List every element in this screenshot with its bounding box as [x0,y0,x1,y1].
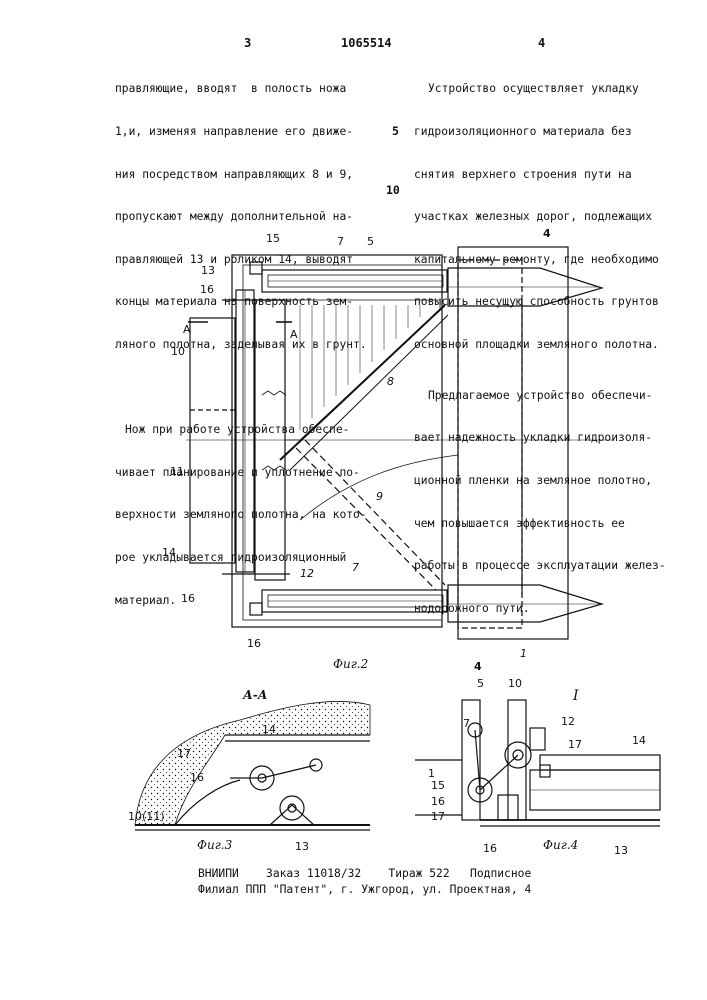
callout-label: 5 [477,677,484,690]
callout-label: 12 [561,715,575,728]
callout-label: 7 [463,717,470,730]
imprint-line-2: Филиал ППП "Патент", г. Ужгород, ул. Про… [198,882,531,897]
callout-label: 14 [632,734,646,747]
imprint-line-1: ВНИИПИ Заказ 11018/32 Тираж 522 Подписно… [198,866,531,881]
figure-4-title: I [573,688,579,704]
callout-label: 16 [483,842,497,855]
callout-label: 17 [431,810,445,823]
callout-label: 16 [431,795,445,808]
callout-label: 10 [508,677,522,690]
figure-4-caption: Фиг.4 [543,838,578,852]
callout-label: 13 [614,844,628,857]
callout-label: 17 [568,738,582,751]
callout-label: 15 [431,779,445,792]
